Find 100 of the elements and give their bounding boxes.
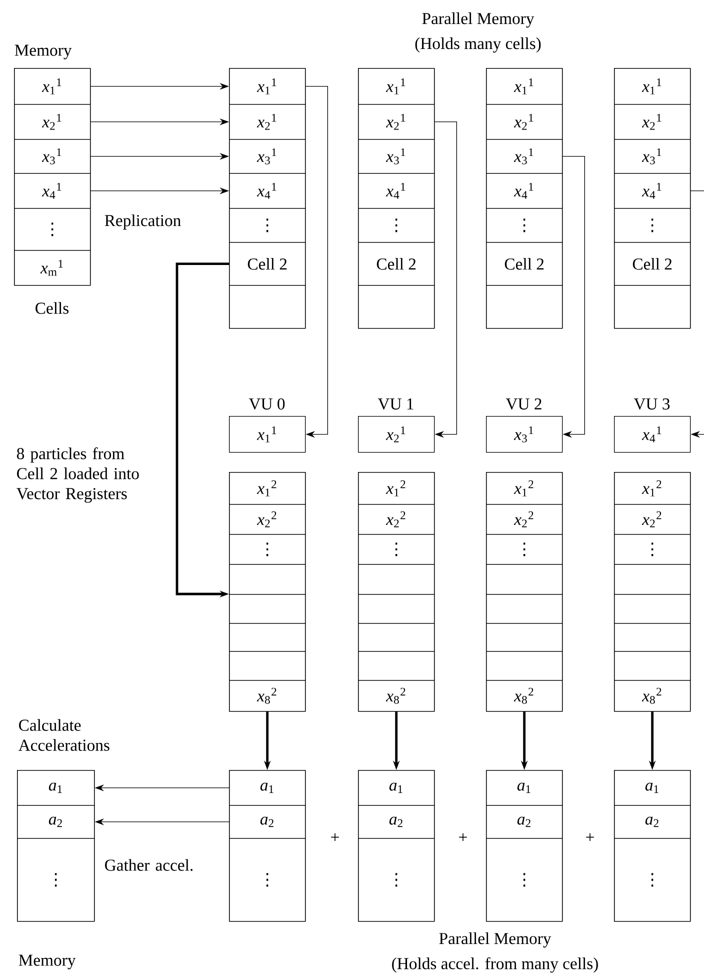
memory-cell: x$_{3}$1 (358, 139, 435, 174)
empty-cell (614, 285, 691, 329)
memory-cell: ⋮ (614, 534, 691, 565)
memory-cell: x$_{2}$1 (614, 104, 691, 140)
memory-cell: ⋮ (486, 208, 563, 243)
memory-cell: x$_{8}$2 (358, 680, 435, 712)
arrow (690, 190, 704, 438)
empty-cell (358, 594, 435, 624)
memory-cell: ⋮ (486, 534, 563, 565)
memory-cell: x$_{4}$1 (614, 173, 691, 209)
note-text: + (586, 833, 594, 842)
memory-cell: a$_{2}$ (358, 805, 435, 839)
empty-cell (229, 594, 306, 624)
memory-cell: x$_{4}$1 (229, 173, 306, 209)
memory-cell: a$_{2}$ (614, 805, 691, 839)
memory-cell: a$_{1}$ (229, 770, 306, 806)
memory-cell: x$_{2}$2 (229, 504, 306, 535)
memory-cell: x$_{1}$1 (14, 68, 91, 105)
memory-cell: a$_{2}$ (17, 805, 95, 839)
empty-cell (614, 623, 691, 652)
register-box: x$_{1}$1 (229, 416, 306, 453)
memory-cell: a$_{2}$ (486, 805, 563, 839)
column-caption: Cells (36, 302, 69, 314)
memory-cell: ⋮ (486, 838, 563, 922)
memory-cell: ⋮ (229, 534, 306, 565)
memory-cell: x$_{3}$1 (14, 139, 91, 174)
memory-cell: ⋮ (358, 838, 435, 922)
memory-cell: x$_{3}$1 (229, 139, 306, 174)
memory-cell: x$_{8}$2 (229, 680, 306, 712)
empty-cell (614, 564, 691, 595)
empty-cell (614, 651, 691, 681)
note-text: Parallel Memory (422, 12, 534, 28)
memory-cell: x$_{8}$2 (614, 680, 691, 712)
memory-cell: ⋮ (17, 838, 95, 922)
empty-cell (229, 564, 306, 595)
memory-cell: x$_{1}$2 (358, 472, 435, 505)
memory-cell: x$_{1}$2 (614, 472, 691, 505)
empty-cell (229, 651, 306, 681)
empty-cell (229, 285, 306, 329)
memory-cell: x$_{2}$2 (486, 504, 563, 535)
unit-label: VU 2 (506, 398, 542, 410)
arrow (562, 156, 585, 438)
empty-cell (358, 564, 435, 595)
note-text: (Holds accel. from many cells) (392, 957, 598, 973)
memory-cell: ⋮ (229, 208, 306, 243)
memory-cell: x$_{2}$1 (486, 104, 563, 140)
memory-cell: x$_{3}$1 (614, 139, 691, 174)
memory-cell: x$_{1}$2 (486, 472, 563, 505)
note-text: 8 particles from Cell 2 loaded into Vector Registers (16, 447, 139, 503)
empty-cell (486, 623, 563, 652)
note-text: Gather accel. (105, 859, 193, 871)
memory-cell: x$_{2}$2 (614, 504, 691, 535)
memory-cell: ⋮ (229, 838, 306, 922)
memory-cell: x$_{m}$1 (14, 250, 91, 286)
arrow (305, 86, 328, 438)
note-text: Replication (104, 214, 181, 230)
empty-cell (486, 285, 563, 329)
memory-cell: Cell 2 (486, 242, 563, 286)
memory-cell: Cell 2 (358, 242, 435, 286)
memory-cell: a$_{1}$ (486, 770, 563, 806)
memory-cell: x$_{4}$1 (486, 173, 563, 209)
note-text: Calculate Accelerations (18, 719, 110, 751)
memory-cell: x$_{4}$1 (14, 173, 91, 209)
empty-cell (486, 564, 563, 595)
register-box: x$_{2}$1 (358, 416, 435, 453)
memory-cell: a$_{1}$ (17, 770, 95, 806)
empty-cell (358, 623, 435, 652)
empty-cell (229, 623, 306, 652)
memory-cell: ⋮ (358, 208, 435, 243)
note-text: + (331, 833, 339, 842)
memory-cell: x$_{4}$1 (358, 173, 435, 209)
memory-cell: Cell 2 (614, 242, 691, 286)
memory-cell: ⋮ (614, 838, 691, 922)
unit-label: VU 3 (634, 398, 670, 410)
empty-cell (358, 651, 435, 681)
column-heading: Memory (18, 954, 76, 970)
empty-cell (486, 651, 563, 681)
memory-cell: a$_{1}$ (614, 770, 691, 806)
memory-cell: x$_{1}$1 (486, 68, 563, 105)
note-text: Parallel Memory (439, 932, 552, 948)
empty-cell (614, 594, 691, 624)
memory-cell: ⋮ (14, 208, 91, 251)
unit-label: VU 1 (378, 398, 414, 410)
arrow (434, 122, 457, 438)
memory-cell: x$_{1}$1 (229, 68, 306, 105)
memory-cell: a$_{1}$ (358, 770, 435, 806)
memory-cell: x$_{1}$1 (358, 68, 435, 105)
memory-cell: x$_{1}$1 (614, 68, 691, 105)
register-box: x$_{3}$1 (486, 416, 563, 453)
memory-cell: x$_{2}$1 (358, 104, 435, 140)
memory-cell: x$_{2}$1 (14, 104, 91, 140)
unit-label: VU 0 (248, 398, 285, 410)
memory-cell: ⋮ (358, 534, 435, 565)
memory-cell: Cell 2 (229, 242, 306, 286)
memory-cell: a$_{2}$ (229, 805, 306, 839)
empty-cell (358, 285, 435, 329)
note-text: (Holds many cells) (415, 37, 541, 53)
memory-cell: x$_{8}$2 (486, 680, 563, 712)
register-box: x$_{4}$1 (614, 416, 691, 453)
memory-cell: x$_{2}$2 (358, 504, 435, 535)
